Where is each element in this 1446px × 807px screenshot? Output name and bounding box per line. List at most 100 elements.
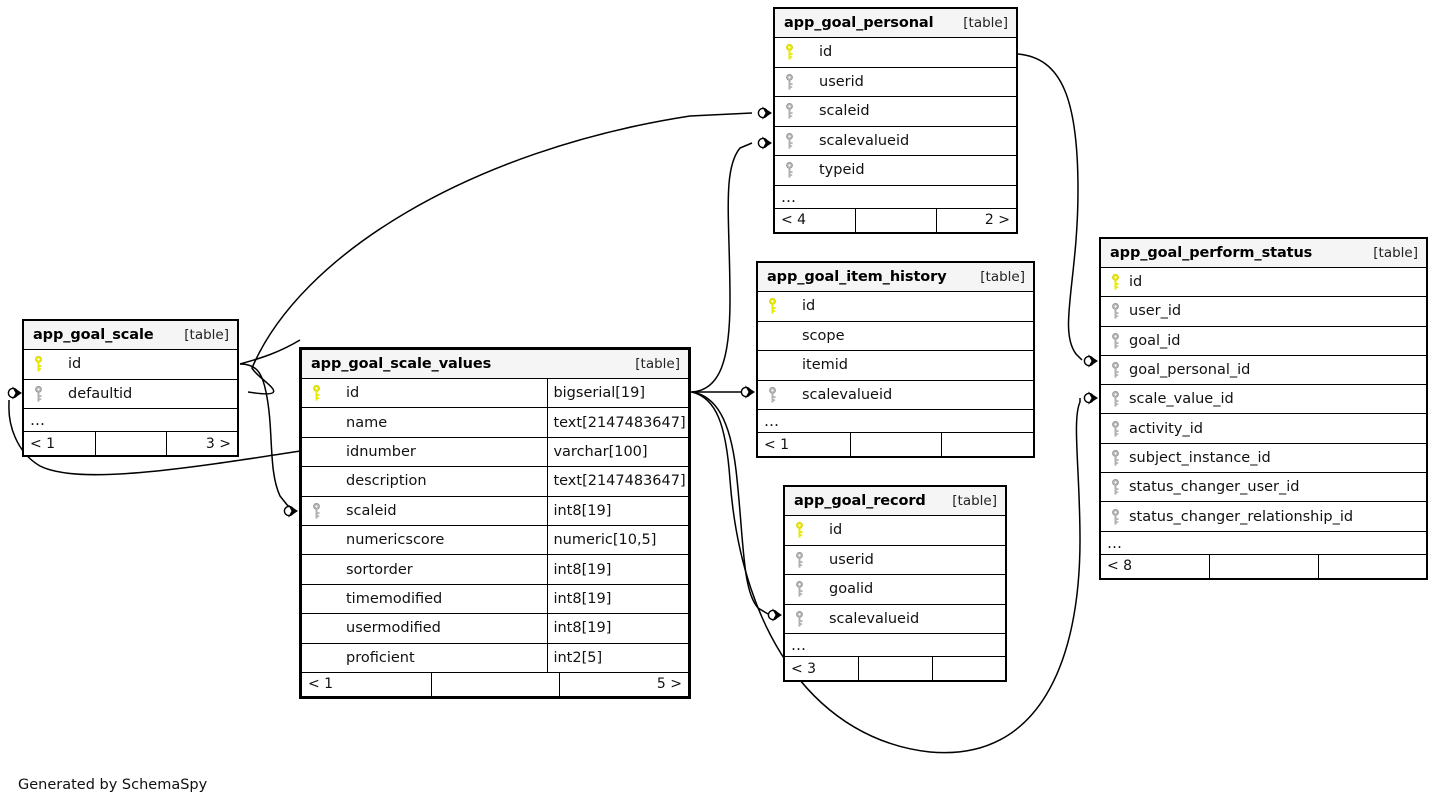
table-row[interactable]: goal_id — [1101, 326, 1426, 356]
column-label: numericscore — [346, 532, 445, 549]
footer-right-count — [1317, 554, 1426, 578]
generated-by-credit: Generated by SchemaSpy — [18, 777, 208, 793]
table-header-app_goal_record[interactable]: app_goal_record[table] — [785, 487, 1005, 516]
column-label: user_id — [1129, 303, 1182, 320]
column-name-cell: proficient — [302, 644, 547, 672]
key-icon-slot — [310, 502, 324, 520]
table-row[interactable]: scaleid — [775, 97, 1016, 127]
column-label: sortorder — [346, 561, 413, 578]
table-row[interactable]: user_id — [1101, 297, 1426, 327]
column-type-cell: bigserial[19] — [547, 379, 688, 408]
table-row[interactable]: typeid — [775, 156, 1016, 186]
table-row[interactable]: itemid — [758, 351, 1033, 381]
table-header-app_goal_perform_status[interactable]: app_goal_perform_status [table] — [1101, 239, 1426, 268]
more-columns-ellipsis: … — [24, 409, 237, 432]
key-icon-slot — [766, 297, 780, 315]
key-placeholder — [310, 531, 324, 549]
footer-left-count: < 1 — [308, 676, 334, 693]
relationship-endpoint — [757, 106, 772, 120]
key-icon-slot — [1109, 390, 1123, 408]
table-type-tag: [table] — [963, 15, 1008, 31]
table-row[interactable]: userid — [785, 545, 1005, 575]
table-row[interactable]: goalid — [785, 575, 1005, 605]
foreign-key-icon — [796, 581, 803, 597]
key-placeholder — [766, 356, 780, 374]
table-row[interactable]: id — [785, 516, 1005, 546]
table-header-app_goal_scale[interactable]: app_goal_scale[table] — [24, 321, 237, 350]
column-name-cell: userid — [785, 546, 1005, 575]
foreign-key-icon — [35, 385, 42, 402]
column-name-cell: typeid — [775, 156, 1016, 185]
column-name-cell: user_id — [1101, 297, 1426, 325]
foreign-key-icon — [796, 610, 803, 627]
table-row[interactable]: id — [1101, 268, 1426, 298]
table-row[interactable]: activity_id — [1101, 414, 1426, 444]
column-name-cell: goal_personal_id — [1101, 356, 1426, 384]
column-label: goal_id — [1129, 332, 1181, 349]
column-type-cell: int8[19] — [547, 614, 688, 643]
table-row[interactable]: scope — [758, 321, 1033, 351]
footer-middle-count — [849, 433, 942, 456]
table-row[interactable]: userid — [775, 67, 1016, 97]
table-row[interactable]: goal_personal_id — [1101, 355, 1426, 386]
column-name-cell: scalevalueid — [785, 605, 1005, 634]
table-header-app_goal_item_history[interactable]: app_goal_item_history[table] — [758, 263, 1033, 292]
column-type-cell: varchar[100] — [547, 437, 688, 467]
table-row[interactable]: subject_instance_id — [1101, 443, 1426, 474]
column-type-cell: text[2147483647] — [547, 467, 688, 496]
foreign-key-icon — [1112, 362, 1119, 378]
key-placeholder — [766, 327, 780, 345]
table-row[interactable]: scalevalueid — [775, 126, 1016, 156]
foreign-key-icon — [1112, 303, 1119, 320]
column-name-cell: activity_id — [1101, 414, 1426, 442]
column-name-cell: itemid — [758, 351, 1033, 380]
key-icon-slot — [1109, 478, 1123, 496]
footer-middle-count — [855, 208, 935, 232]
relationship-endpoint — [767, 608, 782, 622]
table-type-tag: [table] — [1373, 245, 1418, 261]
table-header-app_goal_scale_values[interactable]: app_goal_scale_values[table] — [302, 350, 688, 379]
column-name-cell: scalevalueid — [758, 381, 1033, 410]
column-name-cell: id — [302, 379, 547, 407]
key-icon-slot — [793, 551, 807, 569]
foreign-key-icon — [769, 386, 776, 403]
foreign-key-icon — [1112, 479, 1119, 495]
table-footer-app_goal_item_history: < 1 — [758, 433, 1033, 456]
table-row[interactable]: id — [24, 350, 237, 380]
table-row[interactable]: status_changer_relationship_id — [1101, 502, 1426, 532]
table-row[interactable]: scalevalueid — [758, 380, 1033, 410]
footer-left-count: < 4 — [781, 212, 807, 228]
table-row[interactable]: scale_value_id — [1101, 385, 1426, 415]
table-row[interactable]: status_changer_user_id — [1101, 473, 1426, 503]
table-row[interactable]: scalevalueid — [785, 604, 1005, 634]
table-title: app_goal_perform_status — [1110, 245, 1313, 261]
footer-right-count — [931, 657, 1005, 680]
column-name-cell: subject_instance_id — [1101, 444, 1426, 472]
column-type-cell: text[2147483647] — [547, 408, 688, 437]
table-header-app_goal_personal[interactable]: app_goal_personal[table] — [775, 9, 1016, 38]
table-row[interactable]: id — [758, 292, 1033, 322]
column-label: id — [68, 356, 82, 373]
table-row[interactable]: defaultid — [24, 379, 237, 409]
table-row[interactable]: id — [775, 38, 1016, 68]
column-name-cell: userid — [775, 68, 1016, 97]
key-placeholder — [310, 443, 324, 461]
